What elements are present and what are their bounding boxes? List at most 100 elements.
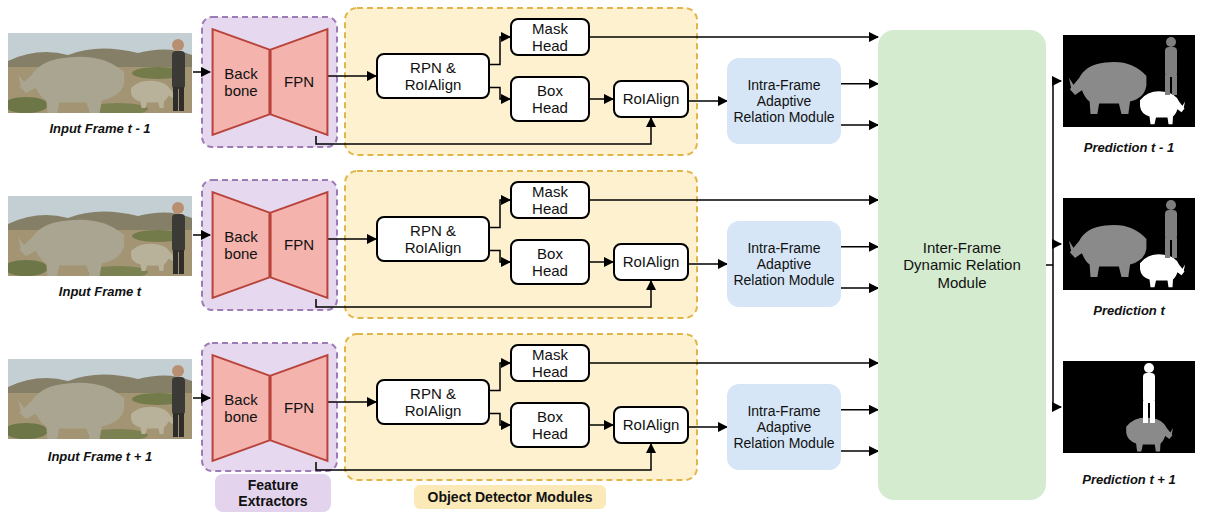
head-box: Box Head [510,402,590,448]
flow-arrow [490,251,510,263]
node-text: Mask Head [518,346,582,381]
group-region [345,8,697,155]
flow-arrow [841,450,878,452]
trapezoid-shape [271,192,328,298]
node-text: FPN [284,399,314,416]
flow-arrow [316,281,651,307]
flow-arrow [841,246,878,248]
prediction-mask [1063,198,1195,290]
node-text: RPN & RoIAlign [384,385,482,420]
flow-arrow [841,124,878,126]
image-caption: Input Frame t - 1 [8,121,192,136]
group-region [202,180,337,310]
input-arrow [193,234,210,236]
flow-arrow [590,98,613,100]
flow-arrow [689,263,727,265]
process-box: RoIAlign [613,80,689,118]
backbone-trapezoid: Back bone [212,28,270,136]
flow-arrow [841,287,878,289]
trapezoid-shape [271,29,328,135]
output-wire [1046,81,1053,407]
flow-arrow [490,37,510,65]
process-box: RoIAlign [613,243,689,281]
flow-arrow [490,200,510,228]
node-text: RPN & RoIAlign [384,59,482,94]
flow-arrow [841,83,878,85]
flow-arrow [328,75,376,77]
output-arrow [1053,243,1061,245]
node-text: Box Head [518,245,582,280]
image-caption: Prediction t [1050,303,1208,318]
process-box: RPN & RoIAlign [376,379,490,425]
head-box: Mask Head [510,18,590,56]
flow-arrow [590,199,878,201]
head-box: Box Head [510,239,590,285]
input-arrow [193,71,210,73]
group-region [202,343,337,471]
flow-arrow [316,118,651,144]
flow-arrow [316,444,651,470]
node-text: Mask Head [518,183,582,218]
node-text: Back bone [216,391,266,426]
group-label: Feature Extractors [215,474,331,512]
input-photo [4,33,192,115]
flow-arrow [689,100,727,102]
backbone-trapezoid: Back bone [212,354,270,462]
relation-module: Inter-Frame Dynamic Relation Module [878,30,1046,500]
process-box: RPN & RoIAlign [376,216,490,262]
trapezoid-shape [213,29,270,135]
node-text: FPN [284,236,314,253]
node-text: Mask Head [518,20,582,55]
output-arrow [1053,406,1061,408]
process-box: RPN & RoIAlign [376,53,490,99]
relation-module: Intra-Frame Adaptive Relation Module [727,58,841,144]
node-text: RoIAlign [623,253,680,270]
head-box: Mask Head [510,181,590,219]
prediction-mask [1063,361,1195,453]
image-caption: Input Frame t [8,284,192,299]
prediction-mask [1063,35,1195,127]
node-text: Intra-Frame Adaptive Relation Module [733,240,835,288]
node-text: Box Head [518,82,582,117]
group-region [345,171,697,318]
node-text: Object Detector Modules [428,489,593,505]
node-text: RPN & RoIAlign [384,222,482,257]
node-text: Box Head [518,408,582,443]
image-caption: Prediction t - 1 [1050,140,1208,155]
node-text: Back bone [216,65,266,100]
flow-arrow [328,238,376,240]
image-caption: Input Frame t + 1 [8,449,192,464]
group-label: Object Detector Modules [414,485,606,509]
group-region [345,334,697,480]
fpn-trapezoid: FPN [270,191,328,299]
input-photo [4,196,192,278]
output-arrow [1053,80,1061,82]
flow-arrow [590,424,613,426]
node-text: FPN [284,73,314,90]
group-region [202,17,337,147]
head-box: Box Head [510,76,590,122]
trapezoid-shape [213,192,270,298]
flow-arrow [328,401,376,403]
flow-arrow [590,36,878,38]
node-text: Intra-Frame Adaptive Relation Module [733,77,835,125]
flow-arrow [590,261,613,263]
flow-arrow [490,414,510,426]
node-text: RoIAlign [623,416,680,433]
input-arrow [193,397,210,399]
backbone-trapezoid: Back bone [212,191,270,299]
node-text: Feature Extractors [221,477,325,509]
flow-arrow [841,409,878,411]
node-text: Back bone [216,228,266,263]
flow-arrow [490,88,510,100]
trapezoid-shape [213,355,270,461]
relation-module: Intra-Frame Adaptive Relation Module [727,221,841,307]
fpn-trapezoid: FPN [270,354,328,462]
flow-arrow [590,362,878,364]
flow-arrow [689,426,727,428]
node-text: RoIAlign [623,90,680,107]
flow-arrow [490,363,510,391]
fpn-trapezoid: FPN [270,28,328,136]
relation-module: Intra-Frame Adaptive Relation Module [727,384,841,470]
